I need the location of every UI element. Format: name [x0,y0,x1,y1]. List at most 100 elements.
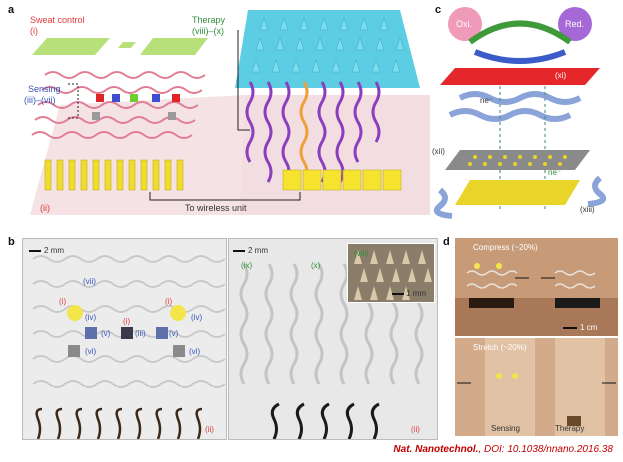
photo-label-vi-right: (vi) [189,347,201,356]
stretch-sensor-yellow [512,373,518,379]
layer-xii-gray [445,150,590,170]
compress-label: Compress (~20%) [473,243,538,252]
sensing-label: Sensing [28,84,61,94]
photo-label-x: (x) [311,261,321,270]
redox-arrow-green [468,20,572,45]
compress-sensor-yellow [474,263,480,269]
sensor-red [172,94,180,102]
sweat-control-yellow [170,305,186,321]
sensor-gray-square [173,345,185,357]
sensor-dark-square [121,327,133,339]
wireless-bracket [149,192,301,201]
photo-label-iv-right: (iv) [191,313,203,322]
therapy-photo: (viii) 1 mm 2 mm (ix) (x) (ii) [228,238,438,440]
sensor-red [96,94,104,102]
oxi-label: Oxi. [456,19,473,29]
sweat-control-label: Sweat control [30,15,85,25]
therapy-bracket [237,30,250,131]
compress-leads-right [555,298,600,308]
citation-doi: , DOI: 10.1038/nnano.2016.38 [478,444,613,455]
sensing-num: (iii)–(vii) [24,95,56,105]
layer-xii-dots [468,155,567,166]
compress-photo: Compress (~20%) 1 cm [455,238,618,336]
photo-label-v-left: (v) [101,329,111,338]
layer-xiii-gold [455,180,580,205]
panel-letter-d: d [443,236,450,248]
sweat-control-yellow [67,305,83,321]
panel-letter-a: a [8,4,15,16]
citation-journal: Nat. Nanotechnol. [393,444,479,455]
scale-label-right: 2 mm [248,246,268,255]
sensing-photo-mesh [29,250,226,439]
sensor-blue-square [156,327,168,339]
photo-label-iv-left: (iv) [85,313,97,322]
panel-c-illustration [434,7,606,219]
photo-label-vi-left: (vi) [85,347,97,356]
photo-label-iii: (iii) [135,329,146,338]
sensing-label-d: Sensing [491,424,520,433]
stretch-label: Stretch (~20%) [473,343,527,352]
sweat-control-plate [118,42,136,48]
therapy-photo-leads [270,402,380,439]
photo-label-v-right: (v) [169,329,179,338]
therapy-gold-electrodes [282,169,402,191]
layer-xiii-label: (xiii) [580,205,595,214]
photo-label-vii: (vii) [83,277,96,286]
stretch-sensor-yellow [496,373,502,379]
layer-xiii-serpentine [434,175,606,219]
panel-d: d Compress (~20%) 1 cm [440,232,623,442]
photo-label-ii-right: (ii) [411,425,420,434]
sensor-blue [152,94,160,102]
panel-letter-b: b [8,236,15,248]
sensing-serpentine-mesh [31,71,206,139]
sensor-blue-square [85,327,97,339]
stretch-photo: Stretch (~20%) Sensing Therapy [455,338,618,436]
sensor-gray [168,112,176,120]
sensing-bracket [68,83,79,119]
substrate-layer-left [30,95,245,215]
panel-a-illustration [30,10,430,215]
stretch-therapy-pad [567,416,581,426]
scale-label-d: 1 cm [580,323,598,332]
layer-xii-label: (xii) [432,147,445,156]
scale-label-left: 2 mm [44,246,64,255]
sensing-photo-leads [35,407,203,439]
red-label: Red. [565,19,585,29]
layer-xi-red [440,68,600,85]
photo-label-i-center: (i) [123,317,131,326]
scale-label-inset: 1 mm [406,289,426,298]
therapy-label: Therapy [192,15,226,25]
stretch-photo-image [455,338,618,436]
photo-label-i-right: (i) [165,297,173,306]
redox-arrow-blue [473,49,567,64]
panel-c: c Oxi. Red. (xi) ne⁻ (xii) ne⁻ (xiii) [430,0,623,225]
therapy-serpentine [245,81,381,183]
microneedle-inset: (viii) 1 mm [347,243,435,303]
sweat-control-plate [140,38,208,55]
sensor-green [130,94,138,102]
therapy-num: (viii)–(x) [192,26,224,36]
photo-label-ix: (ix) [241,261,253,270]
compress-leads-left [469,298,514,308]
sensor-blue [112,94,120,102]
photo-label-ii-left: (ii) [205,425,214,434]
red-sphere [558,7,592,41]
wireless-label: To wireless unit [185,203,247,213]
therapy-microneedles [251,17,405,73]
photo-label-i-left: (i) [59,297,67,306]
layer-xi-label: (xi) [555,71,567,80]
panel-a: a Sweat control (i) Sensing (iii)–(vii) … [0,0,430,225]
panel-letter-c: c [435,4,442,16]
electron-label-bottom: ne⁻ [548,168,562,177]
microneedle-inset-image [354,250,432,300]
sweat-control-num: (i) [30,26,38,36]
sensing-photo: 2 mm (vii) (i) (i) (iv) (iv) (i) (v) (ii… [22,238,227,440]
compress-photo-image [455,238,618,336]
therapy-label-d: Therapy [555,424,585,433]
compress-sensor-yellow [496,263,502,269]
sensing-gold-electrodes [44,159,184,191]
sensor-gray-square [68,345,80,357]
layer-xi-serpentine [448,91,582,122]
substrate-num: (ii) [40,203,50,213]
sensor-gray [92,112,100,120]
